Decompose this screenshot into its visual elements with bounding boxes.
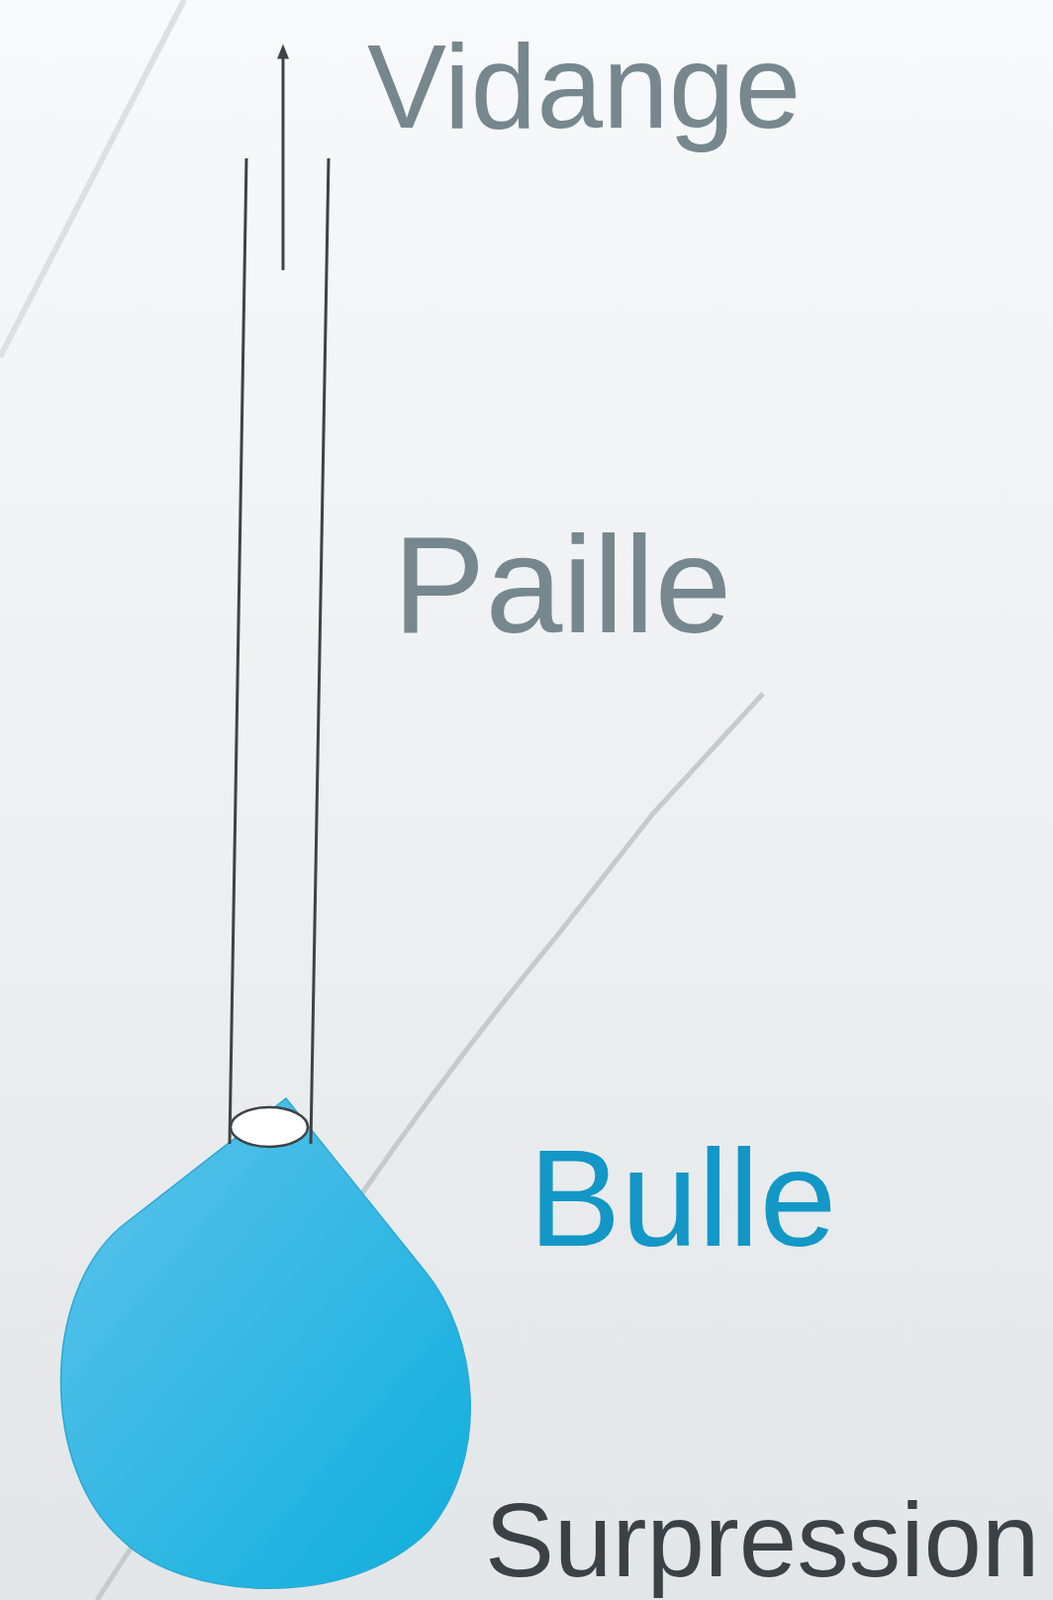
flow-arrow <box>282 51 286 271</box>
straw-wall <box>310 158 329 1145</box>
decor-line <box>0 0 185 358</box>
straw-opening <box>230 1107 308 1148</box>
part-label: Bulle <box>528 1129 837 1268</box>
straw-wall <box>229 158 247 1145</box>
part-label: Paille <box>392 515 732 655</box>
bubble-shape <box>60 1098 471 1589</box>
part-label: Vidange <box>367 26 801 146</box>
part-label: Surpression <box>484 1488 1040 1593</box>
